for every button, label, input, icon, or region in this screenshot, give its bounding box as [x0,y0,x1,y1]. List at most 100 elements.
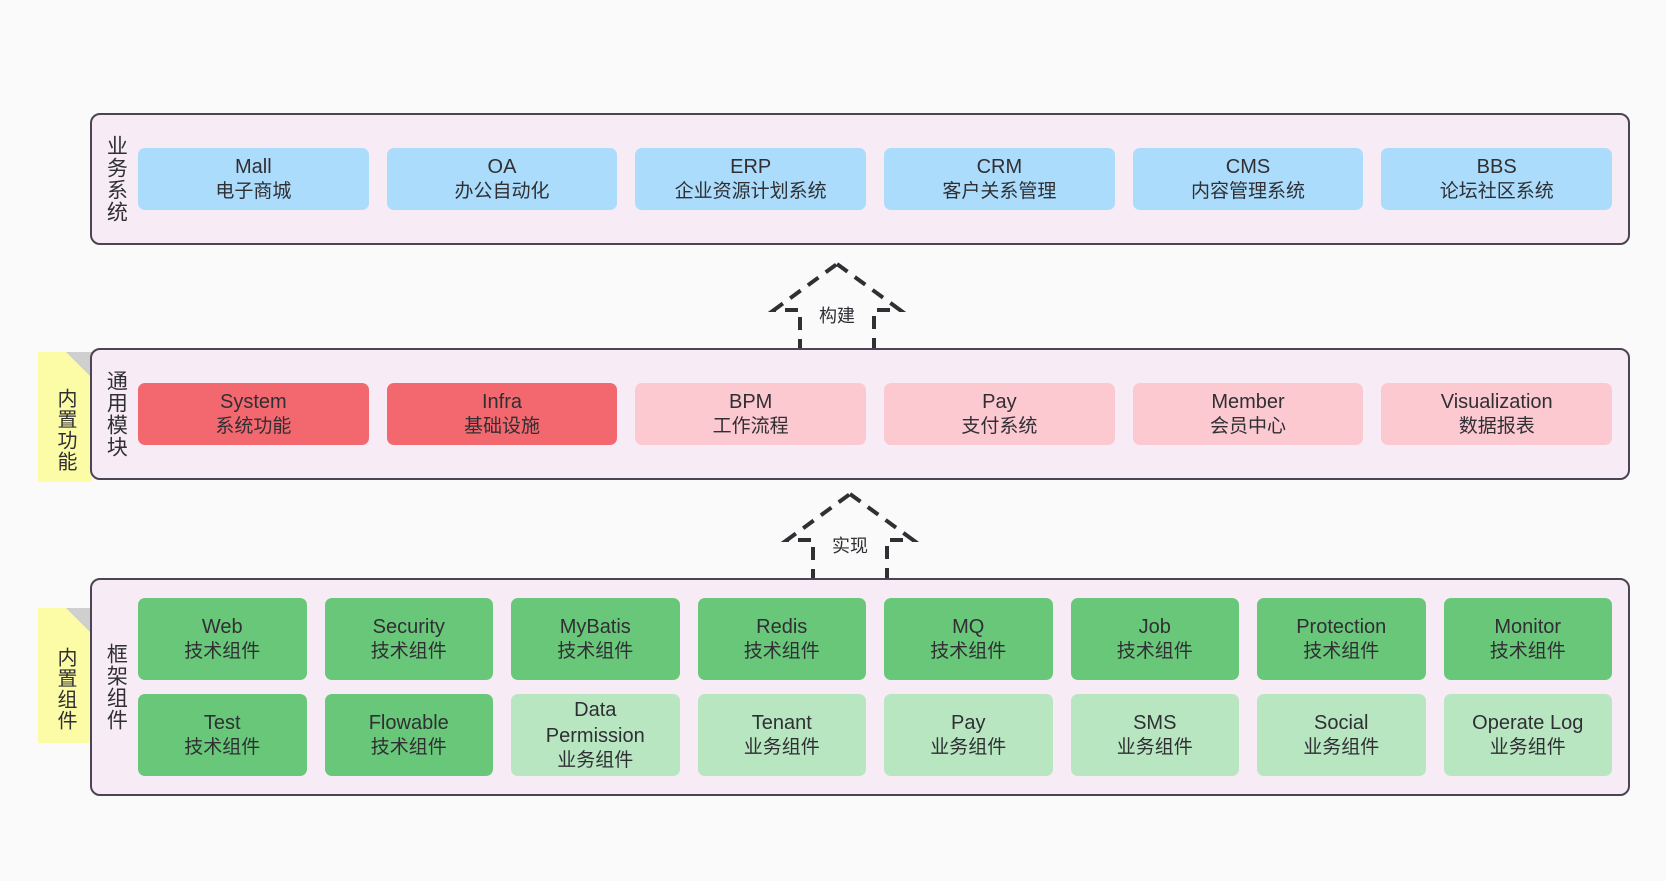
layer-body-framework-component: Web 技术组件 Security 技术组件 MyBatis 技术组件 Redi… [138,580,1628,794]
card-subtitle: 业务组件 [1303,736,1380,758]
card-erp[interactable]: ERP 企业资源计划系统 [635,147,867,211]
card-title: MQ [952,615,985,638]
card-title: Data Permission [545,698,645,747]
card-title: MyBatis [559,615,631,638]
card-subtitle: 技术组件 [370,640,447,662]
connector-build: 构建 [762,261,912,354]
card-subtitle: 会员中心 [1210,415,1287,437]
card-job[interactable]: Job 技术组件 [1070,598,1239,680]
card-title: CMS [1225,155,1271,178]
card-test[interactable]: Test 技术组件 [138,694,307,776]
card-subtitle: 业务组件 [743,736,820,758]
card-monitor[interactable]: Monitor 技术组件 [1443,598,1612,680]
card-subtitle: 电子商城 [215,180,292,202]
card-member[interactable]: Member 会员中心 [1132,382,1364,446]
card-protection[interactable]: Protection 技术组件 [1257,598,1426,680]
card-title: BPM [729,390,773,413]
card-title: Social [1314,711,1369,734]
card-subtitle: 技术组件 [1116,640,1193,662]
card-crm[interactable]: CRM 客户关系管理 [884,147,1115,211]
card-subtitle: 系统功能 [215,415,292,437]
card-subtitle: 业务组件 [930,736,1007,758]
card-oa[interactable]: OA 办公自动化 [386,147,618,211]
card-bpm[interactable]: BPM 工作流程 [635,382,867,446]
card-subtitle: 内容管理系统 [1191,180,1306,202]
card-title: Protection [1296,615,1387,638]
card-row: Mall 电子商城 OA 办公自动化 ERP 企业资源计划系统 CRM 客户关系… [138,147,1613,211]
layer-title-framework-component: 框架组件 [104,643,128,731]
layer-title-business-system: 业务系统 [104,135,128,223]
card-title: Infra [481,390,523,413]
card-subtitle: 数据报表 [1458,415,1535,437]
card-title: Flowable [368,711,449,734]
card-system[interactable]: System 系统功能 [138,382,369,446]
card-redis[interactable]: Redis 技术组件 [697,598,866,680]
sticky-note-builtin-function: 内置功能 [38,352,92,482]
card-mybatis[interactable]: MyBatis 技术组件 [511,598,680,680]
card-subtitle: 基础设施 [464,415,541,437]
card-title: Web [201,615,243,638]
layer-title-common-module: 通用模块 [104,370,128,458]
card-title: Security [372,615,445,638]
card-operate-log[interactable]: Operate Log 业务组件 [1443,694,1612,776]
card-title: CRM [976,155,1023,178]
connector-implement-label: 实现 [829,532,871,558]
card-subtitle: 技术组件 [557,640,634,662]
card-subtitle: 技术组件 [370,736,447,758]
sticky-note-builtin-component: 内置组件 [38,608,92,743]
card-subtitle: 技术组件 [184,736,261,758]
card-bbs[interactable]: BBS 论坛社区系统 [1381,147,1613,211]
card-title: Job [1138,615,1171,638]
card-subtitle: 业务组件 [1116,736,1193,758]
card-flowable[interactable]: Flowable 技术组件 [324,694,493,776]
card-subtitle: 工作流程 [712,415,789,437]
card-title: OA [487,155,517,178]
card-subtitle: 支付系统 [961,415,1038,437]
card-cms[interactable]: CMS 内容管理系统 [1132,147,1364,211]
card-title: Operate Log [1472,711,1584,734]
card-data-permission[interactable]: Data Permission 业务组件 [511,694,680,776]
card-title: Visualization [1440,390,1553,413]
card-title: Tenant [751,711,812,734]
card-title: Mall [235,155,272,178]
card-title: Test [203,711,241,734]
card-social[interactable]: Social 业务组件 [1257,694,1426,776]
card-infra[interactable]: Infra 基础设施 [386,382,618,446]
card-subtitle: 技术组件 [184,640,261,662]
sticky-note-label: 内置组件 [54,646,76,731]
card-row: Test 技术组件 Flowable 技术组件 Data Permission … [138,694,1612,776]
card-title: BBS [1476,155,1517,178]
fold-corner-icon [66,352,92,378]
card-subtitle: 论坛社区系统 [1439,180,1554,202]
card-subtitle: 业务组件 [1489,736,1566,758]
card-title: ERP [730,155,772,178]
card-subtitle: 技术组件 [1303,640,1380,662]
card-security[interactable]: Security 技术组件 [324,598,493,680]
card-title: Pay [951,711,986,734]
card-tenant[interactable]: Tenant 业务组件 [697,694,866,776]
card-title: Redis [756,615,808,638]
card-row: System 系统功能 Infra 基础设施 BPM 工作流程 Pay 支付系统… [138,382,1613,446]
card-title: Monitor [1494,615,1562,638]
connector-implement: 实现 [775,491,925,584]
card-visualization[interactable]: Visualization 数据报表 [1381,382,1613,446]
layer-body-business-system: Mall 电子商城 OA 办公自动化 ERP 企业资源计划系统 CRM 客户关系… [138,115,1628,243]
card-subtitle: 业务组件 [557,749,634,771]
sticky-note-label: 内置功能 [54,388,76,472]
card-mall[interactable]: Mall 电子商城 [138,147,369,211]
card-sms[interactable]: SMS 业务组件 [1070,694,1239,776]
card-title: SMS [1133,711,1177,734]
card-mq[interactable]: MQ 技术组件 [884,598,1053,680]
card-subtitle: 技术组件 [743,640,820,662]
card-title: System [219,390,287,413]
card-pay[interactable]: Pay 支付系统 [884,382,1115,446]
card-title: Pay [982,390,1017,413]
layer-common-module: 通用模块 System 系统功能 Infra 基础设施 BPM 工作流程 Pay… [90,348,1630,480]
fold-corner-icon [66,608,92,634]
card-subtitle: 企业资源计划系统 [674,180,827,202]
connector-build-label: 构建 [816,302,858,328]
card-web[interactable]: Web 技术组件 [138,598,307,680]
card-title: Member [1211,390,1285,413]
card-pay-business[interactable]: Pay 业务组件 [884,694,1053,776]
